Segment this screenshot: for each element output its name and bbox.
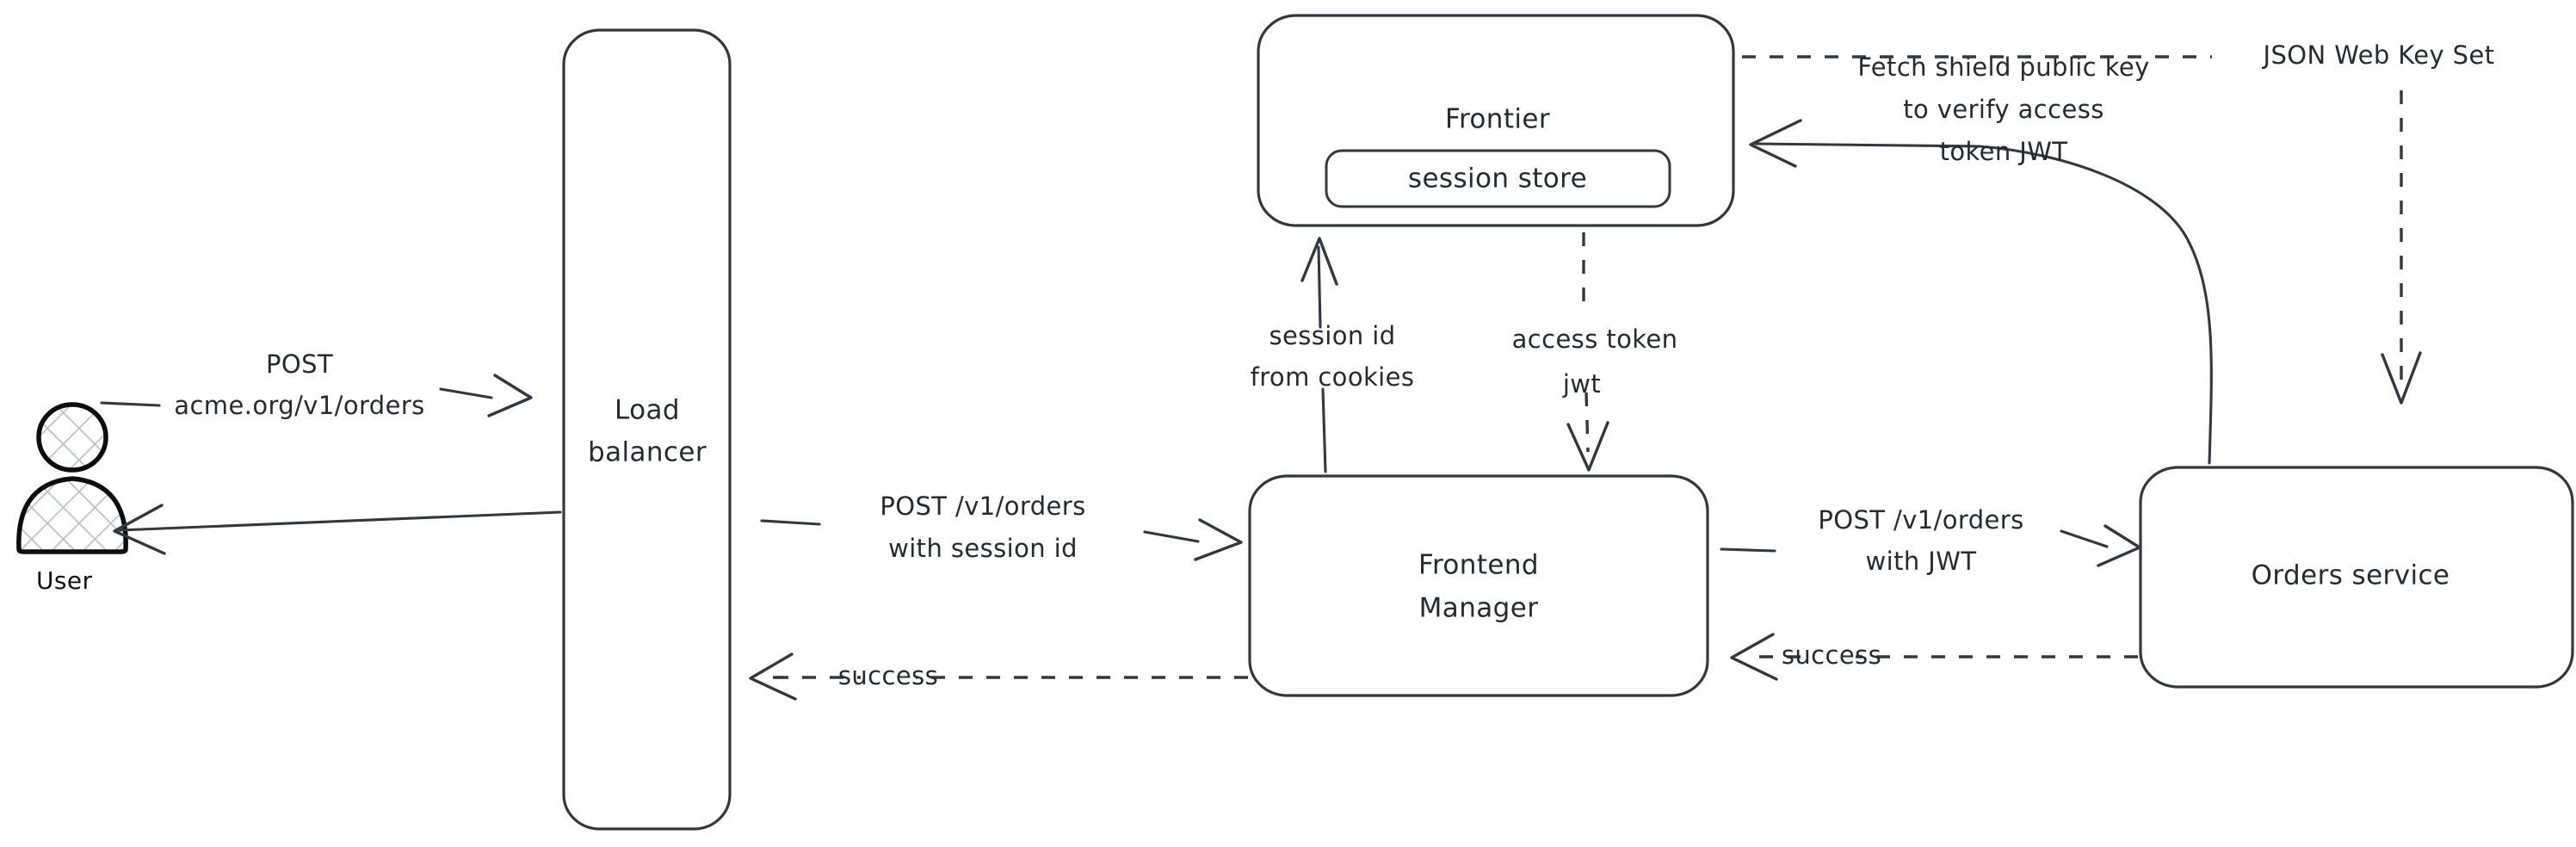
edge-frontend-manager-to-orders-service-label-line2: with JWT: [1866, 547, 1977, 576]
edge-user-to-load-balancer-label-line1: POST: [266, 349, 333, 379]
node-load-balancer-label-line1: Load: [615, 395, 680, 426]
user-actor-icon: [16, 402, 128, 554]
node-session-store-label: session store: [1408, 164, 1587, 195]
edge-frontend-manager-to-orders-service: POST /v1/orders with JWT: [1720, 505, 2141, 576]
edge-orders-service-to-frontend-manager: success: [1730, 633, 2138, 681]
edge-frontend-manager-to-load-balancer: success: [749, 652, 1248, 701]
edge-load-balancer-to-frontend-manager-label-line1: POST /v1/orders: [880, 492, 1085, 521]
edge-orders-service-to-frontier-label-line3: token JWT: [1940, 137, 2068, 166]
node-frontier[interactable]: Frontier session store: [1257, 14, 1735, 227]
node-load-balancer[interactable]: Load balancer: [562, 28, 732, 831]
node-frontier-label: Frontier: [1445, 104, 1550, 135]
edge-load-balancer-to-frontend-manager: POST /v1/orders with session id: [760, 492, 1243, 563]
edge-orders-service-to-frontend-manager-label: success: [1782, 640, 1881, 670]
edge-frontier-to-orders-service: JSON Web Key Set: [1742, 40, 2495, 405]
edge-frontend-manager-to-load-balancer-label: success: [838, 661, 938, 690]
node-session-store[interactable]: session store: [1325, 149, 1671, 208]
node-orders-service[interactable]: Orders service: [2139, 466, 2574, 689]
edge-frontend-manager-to-frontier: session id from cookies: [1251, 237, 1415, 473]
edge-orders-service-to-frontier: Fetch shield public key to verify access…: [1749, 53, 2213, 465]
edge-user-to-load-balancer-label-line2: acme.org/v1/orders: [174, 391, 424, 420]
node-frontend-manager-label-line1: Frontend: [1418, 550, 1539, 581]
edge-frontend-manager-to-frontier-label-line2: from cookies: [1251, 362, 1415, 392]
edge-load-balancer-to-user: [113, 504, 562, 555]
edge-frontend-manager-to-orders-service-label-line1: POST /v1/orders: [1818, 505, 2023, 535]
edge-user-to-load-balancer: POST acme.org/v1/orders: [100, 349, 533, 420]
node-frontend-manager[interactable]: Frontend Manager: [1248, 474, 1709, 697]
edge-frontier-to-frontend-manager-label-line1: access token: [1512, 325, 1678, 354]
edge-frontier-to-frontend-manager: access token jwt: [1512, 232, 1678, 472]
node-load-balancer-label-line2: balancer: [588, 437, 707, 468]
edge-orders-service-to-frontier-label-line2: to verify access: [1903, 95, 2104, 124]
node-orders-service-label: Orders service: [2252, 560, 2450, 591]
edge-load-balancer-to-frontend-manager-label-line2: with session id: [888, 534, 1078, 563]
edge-frontier-to-frontend-manager-label-line2: jwt: [1562, 369, 1601, 399]
node-user[interactable]: User: [16, 402, 128, 595]
edge-frontier-to-orders-service-label: JSON Web Key Set: [2262, 40, 2495, 70]
node-user-label: User: [36, 566, 93, 595]
edge-frontend-manager-to-frontier-label-line1: session id: [1269, 321, 1395, 350]
node-frontend-manager-label-line2: Manager: [1419, 593, 1539, 624]
